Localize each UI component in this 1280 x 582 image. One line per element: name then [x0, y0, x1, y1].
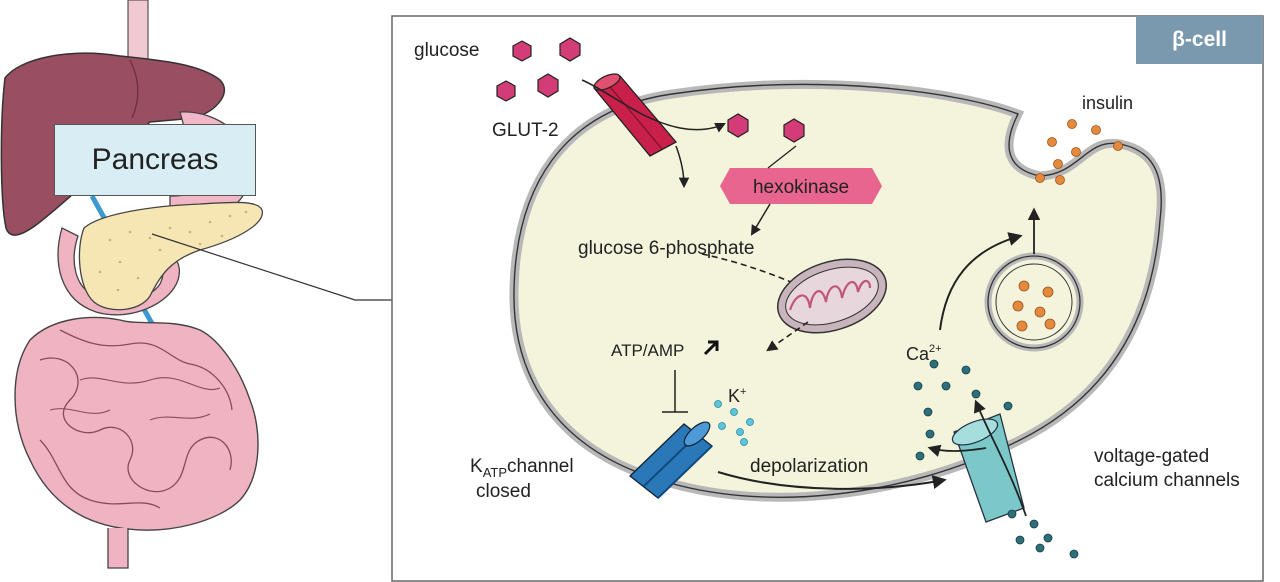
glucose-molecules-outside — [496, 37, 581, 102]
vgcc-label-line2: calcium channels — [1094, 470, 1240, 491]
glut2-label: GLUT-2 — [492, 120, 559, 141]
vesicle-icon — [984, 252, 1084, 352]
insulin-granules — [1035, 119, 1123, 185]
k-plus-label: K+ — [728, 386, 746, 406]
pancreas-label: Pancreas — [91, 143, 219, 176]
katp-channel-icon — [629, 421, 713, 499]
depolarization-label: depolarization — [750, 456, 868, 477]
g6p-label: glucose 6-phosphate — [578, 238, 754, 259]
mitochondrion-icon — [776, 258, 888, 334]
calcium-label: Ca2+ — [906, 343, 942, 364]
up-right-arrow-icon — [703, 340, 719, 356]
hexokinase-shape — [720, 168, 882, 204]
potassium-ions — [714, 400, 754, 446]
calcium-ions — [913, 359, 1079, 559]
hexokinase-label: hexokinase — [753, 177, 849, 198]
katp-closed-label: closed — [476, 481, 531, 502]
vgcc-label-line1: voltage-gated — [1094, 446, 1209, 467]
insulin-label: insulin — [1082, 93, 1133, 113]
glut2-transporter-icon — [592, 73, 678, 157]
pancreas-organ-icon — [78, 201, 263, 311]
katp-label: KATPchannel — [470, 456, 574, 480]
glucose-label: glucose — [414, 40, 480, 61]
glucose-molecules-inside — [727, 113, 805, 143]
atp-amp-label: ATP/AMP — [611, 341, 684, 360]
beta-cell-title: β-cell — [1172, 28, 1227, 51]
leader-line — [151, 233, 392, 301]
beta-cell-tab: β-cell — [1136, 16, 1263, 64]
pancreas-label-box: Pancreas — [54, 124, 256, 196]
